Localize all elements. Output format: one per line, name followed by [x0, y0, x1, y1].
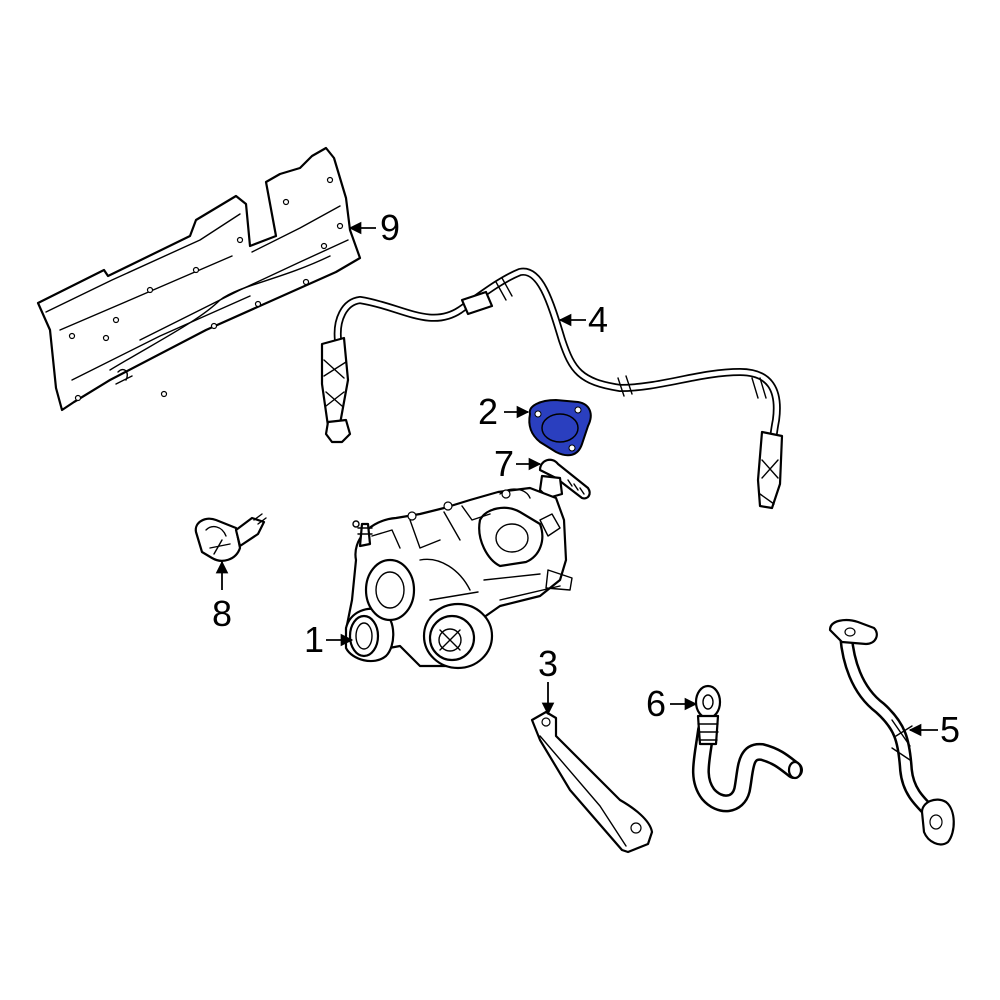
callout-2: 2	[478, 391, 530, 432]
part-7-fitting[interactable]	[538, 458, 591, 500]
callout-7: 7	[494, 443, 542, 484]
callout-4: 4	[558, 299, 608, 340]
part-1-turbocharger[interactable]	[344, 486, 573, 670]
callout-3: 3	[538, 643, 558, 716]
part-4-oil-feed-line[interactable]	[320, 267, 784, 510]
callout-label-6: 6	[646, 683, 666, 724]
callout-label-5: 5	[940, 709, 960, 750]
part-2-gasket[interactable]	[528, 398, 592, 457]
callout-label-4: 4	[588, 299, 608, 340]
callout-1: 1	[304, 619, 354, 660]
callout-5: 5	[908, 709, 960, 750]
part-9-heat-shield[interactable]	[36, 146, 362, 412]
callout-label-3: 3	[538, 643, 558, 684]
callout-label-8: 8	[212, 593, 232, 634]
callout-9: 9	[348, 207, 400, 248]
callout-label-1: 1	[304, 619, 324, 660]
part-5-pipe[interactable]	[828, 619, 955, 846]
callout-6: 6	[646, 683, 698, 724]
part-8-sensor[interactable]	[194, 513, 267, 562]
part-6-oil-return-line[interactable]	[691, 684, 803, 813]
callout-label-9: 9	[380, 207, 400, 248]
callout-label-2: 2	[478, 391, 498, 432]
callout-8: 8	[212, 560, 232, 634]
part-3-bracket[interactable]	[530, 710, 654, 854]
callout-label-7: 7	[494, 443, 514, 484]
